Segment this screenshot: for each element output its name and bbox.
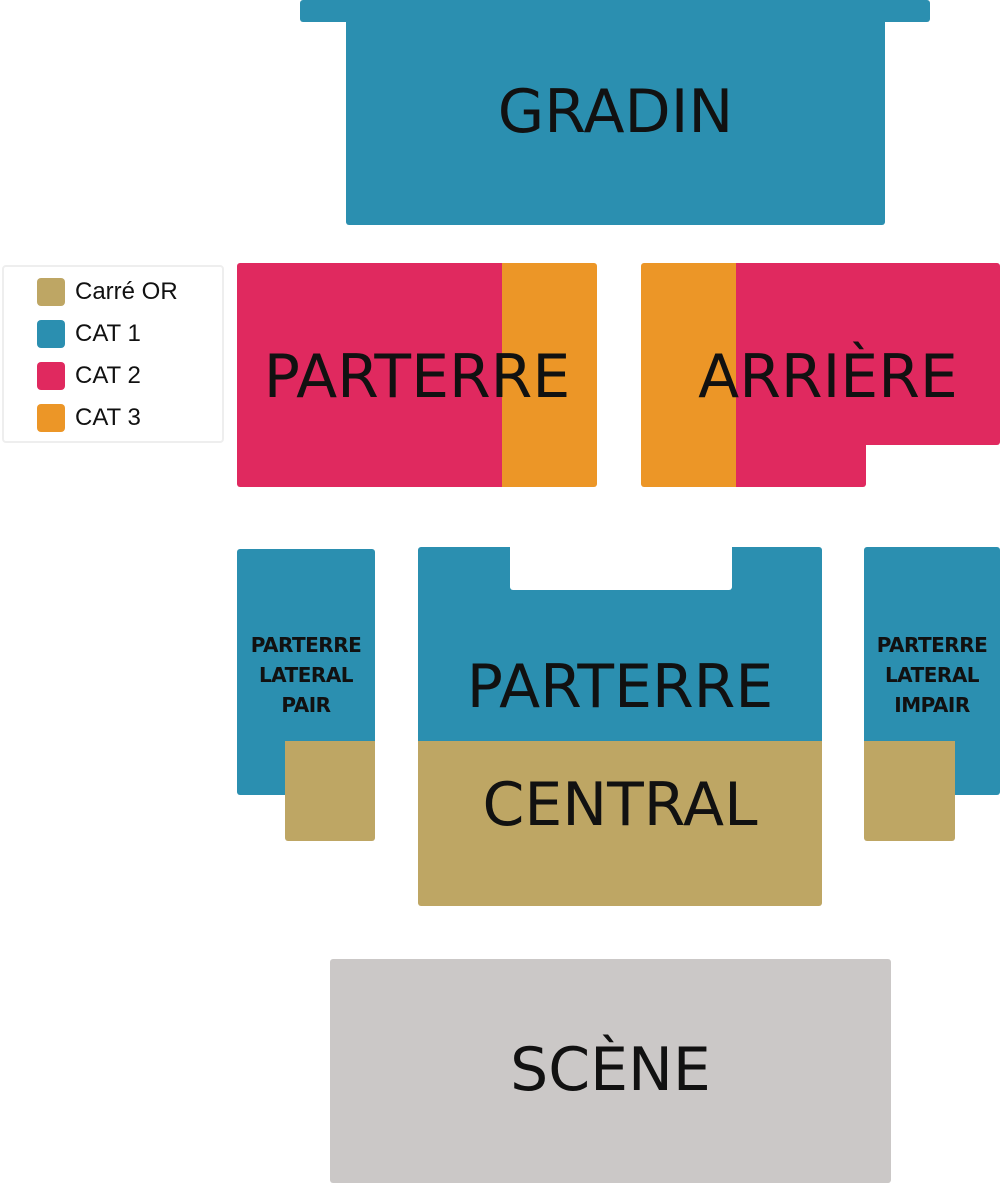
swatch-carre-or bbox=[37, 278, 65, 306]
lateral-impair-label: PARTERRE LATERAL IMPAIR bbox=[864, 630, 1000, 720]
legend-item-cat3: CAT 3 bbox=[37, 403, 141, 433]
swatch-cat1 bbox=[37, 320, 65, 348]
gradin-body bbox=[346, 10, 885, 225]
zone-cat2-lower bbox=[736, 400, 866, 487]
zone-carre-or bbox=[418, 741, 822, 906]
parterre-left-label: PARTERRE bbox=[263, 342, 571, 412]
zone-cat2 bbox=[237, 263, 507, 487]
legend-label: CAT 2 bbox=[75, 362, 141, 389]
zone-carre-or bbox=[285, 741, 375, 841]
label-line: PAIR bbox=[281, 693, 331, 717]
legend-label: CAT 1 bbox=[75, 320, 141, 347]
label-line: LATERAL bbox=[884, 663, 980, 687]
arriere-label: ARRIÈRE bbox=[698, 342, 958, 412]
label-line: PARTERRE bbox=[250, 633, 362, 657]
label-line: LATERAL bbox=[258, 663, 354, 687]
central-bottom-label: CENTRAL bbox=[482, 770, 758, 840]
lateral-pair-label: PARTERRE LATERAL PAIR bbox=[237, 630, 375, 720]
legend: Carré OR CAT 1 CAT 2 CAT 3 bbox=[2, 265, 224, 443]
legend-item-carre-or: Carré OR bbox=[37, 277, 178, 307]
stage-label: SCÈNE bbox=[510, 1035, 711, 1105]
zone-carre-or bbox=[864, 741, 955, 841]
legend-label: CAT 3 bbox=[75, 404, 141, 431]
swatch-cat3 bbox=[37, 404, 65, 432]
label-line: IMPAIR bbox=[894, 693, 970, 717]
legend-label: Carré OR bbox=[75, 278, 178, 305]
central-top-label: PARTERRE bbox=[466, 652, 774, 722]
gradin-label: GRADIN bbox=[497, 77, 734, 147]
zone-cat3 bbox=[641, 263, 741, 487]
label-line: PARTERRE bbox=[876, 633, 988, 657]
notch bbox=[510, 540, 732, 590]
stage-area bbox=[330, 959, 891, 1183]
legend-item-cat1: CAT 1 bbox=[37, 319, 141, 349]
zone-cat3 bbox=[502, 263, 597, 487]
swatch-cat2 bbox=[37, 362, 65, 390]
legend-item-cat2: CAT 2 bbox=[37, 361, 141, 391]
